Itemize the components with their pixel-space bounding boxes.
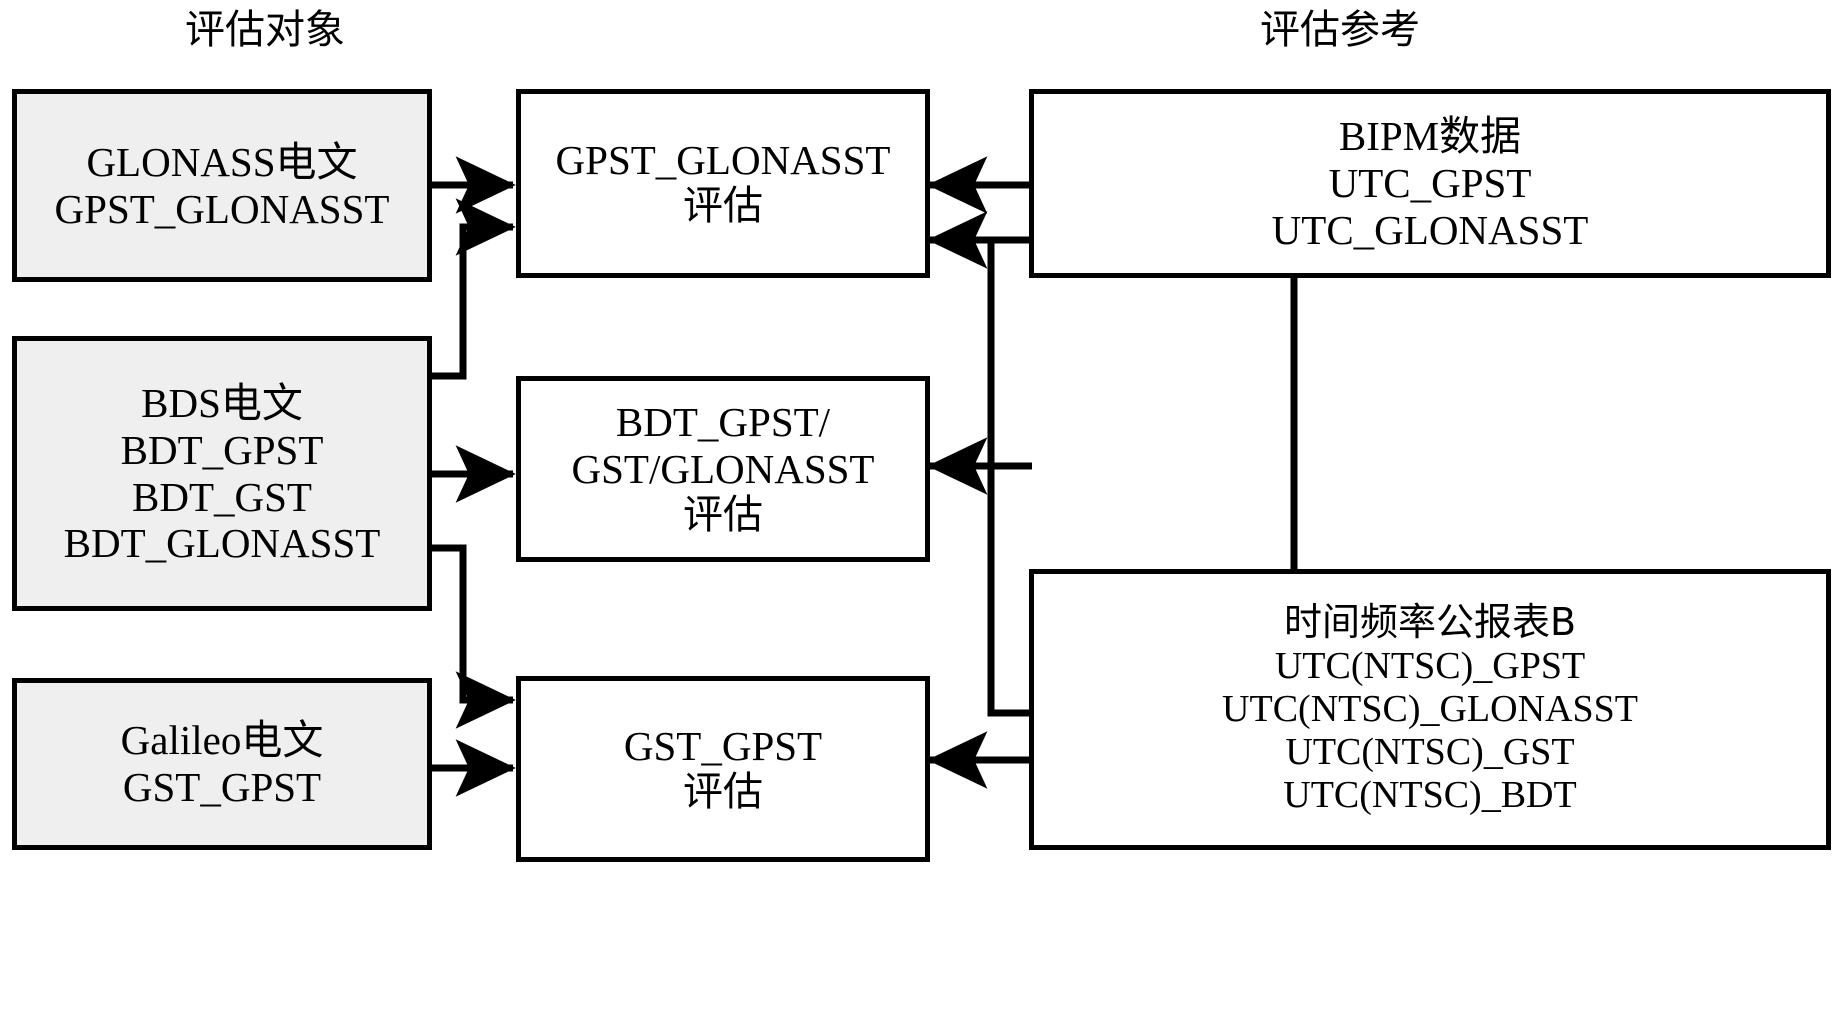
reference-line: 时间频率公报表B: [1283, 600, 1577, 645]
connector-bds-to-gst-eval: [431, 544, 516, 729]
connector-bds-to-gpst-eval: [431, 198, 516, 380]
process-line: GPST_GLONASST: [555, 137, 891, 184]
reference-line: UTC_GLONASST: [1271, 206, 1589, 253]
process-line: GST_GPST: [623, 722, 823, 769]
reference-line: UTC(NTSC)_GPST: [1274, 644, 1586, 687]
source-line: BDS电文: [141, 380, 303, 427]
source-box-galileo-message[interactable]: Galileo电文 GST_GPST: [12, 678, 432, 850]
source-line: GPST_GLONASST: [54, 185, 390, 232]
reference-box-bipm-data[interactable]: BIPM数据 UTC_GPST UTC_GLONASST: [1029, 89, 1831, 278]
header-evaluation-objects: 评估对象: [185, 7, 345, 53]
reference-line: UTC(NTSC)_GST: [1285, 731, 1575, 774]
process-box-gpst-glonasst-eval[interactable]: GPST_GLONASST 评估: [516, 89, 930, 278]
source-line: BDT_GPST: [120, 426, 324, 473]
process-line: BDT_GPST/: [615, 399, 831, 446]
process-line: 评估: [683, 183, 763, 230]
source-line: BDT_GST: [132, 473, 312, 520]
reference-line: BIPM数据: [1338, 113, 1522, 160]
source-line: Galileo电文: [120, 717, 324, 764]
process-line: GST/GLONASST: [571, 446, 875, 493]
source-box-glonass-message[interactable]: GLONASS电文 GPST_GLONASST: [12, 89, 432, 282]
process-line: 评估: [683, 768, 763, 815]
process-box-bdt-multi-eval[interactable]: BDT_GPST/ GST/GLONASST 评估: [516, 376, 930, 562]
source-line: GST_GPST: [122, 764, 322, 810]
source-line: GLONASS电文: [86, 138, 358, 185]
connector-bulletinb-riser: [987, 240, 1032, 717]
process-line: 评估: [683, 491, 763, 538]
process-box-gst-gpst-eval[interactable]: GST_GPST 评估: [516, 676, 930, 862]
source-line: BDT_GLONASST: [63, 520, 381, 567]
header-evaluation-references: 评估参考: [1260, 7, 1420, 53]
reference-line: UTC(NTSC)_GLONASST: [1222, 687, 1638, 730]
reference-line: UTC(NTSC)_BDT: [1283, 774, 1577, 817]
connector-bulletinb-to-gpst-eval: [927, 211, 1298, 572]
reference-line: UTC_GPST: [1328, 160, 1532, 207]
reference-box-time-frequency-bulletin-b[interactable]: 时间频率公报表B UTC(NTSC)_GPST UTC(NTSC)_GLONAS…: [1029, 569, 1831, 850]
source-box-bds-message[interactable]: BDS电文 BDT_GPST BDT_GST BDT_GLONASST: [12, 336, 432, 611]
